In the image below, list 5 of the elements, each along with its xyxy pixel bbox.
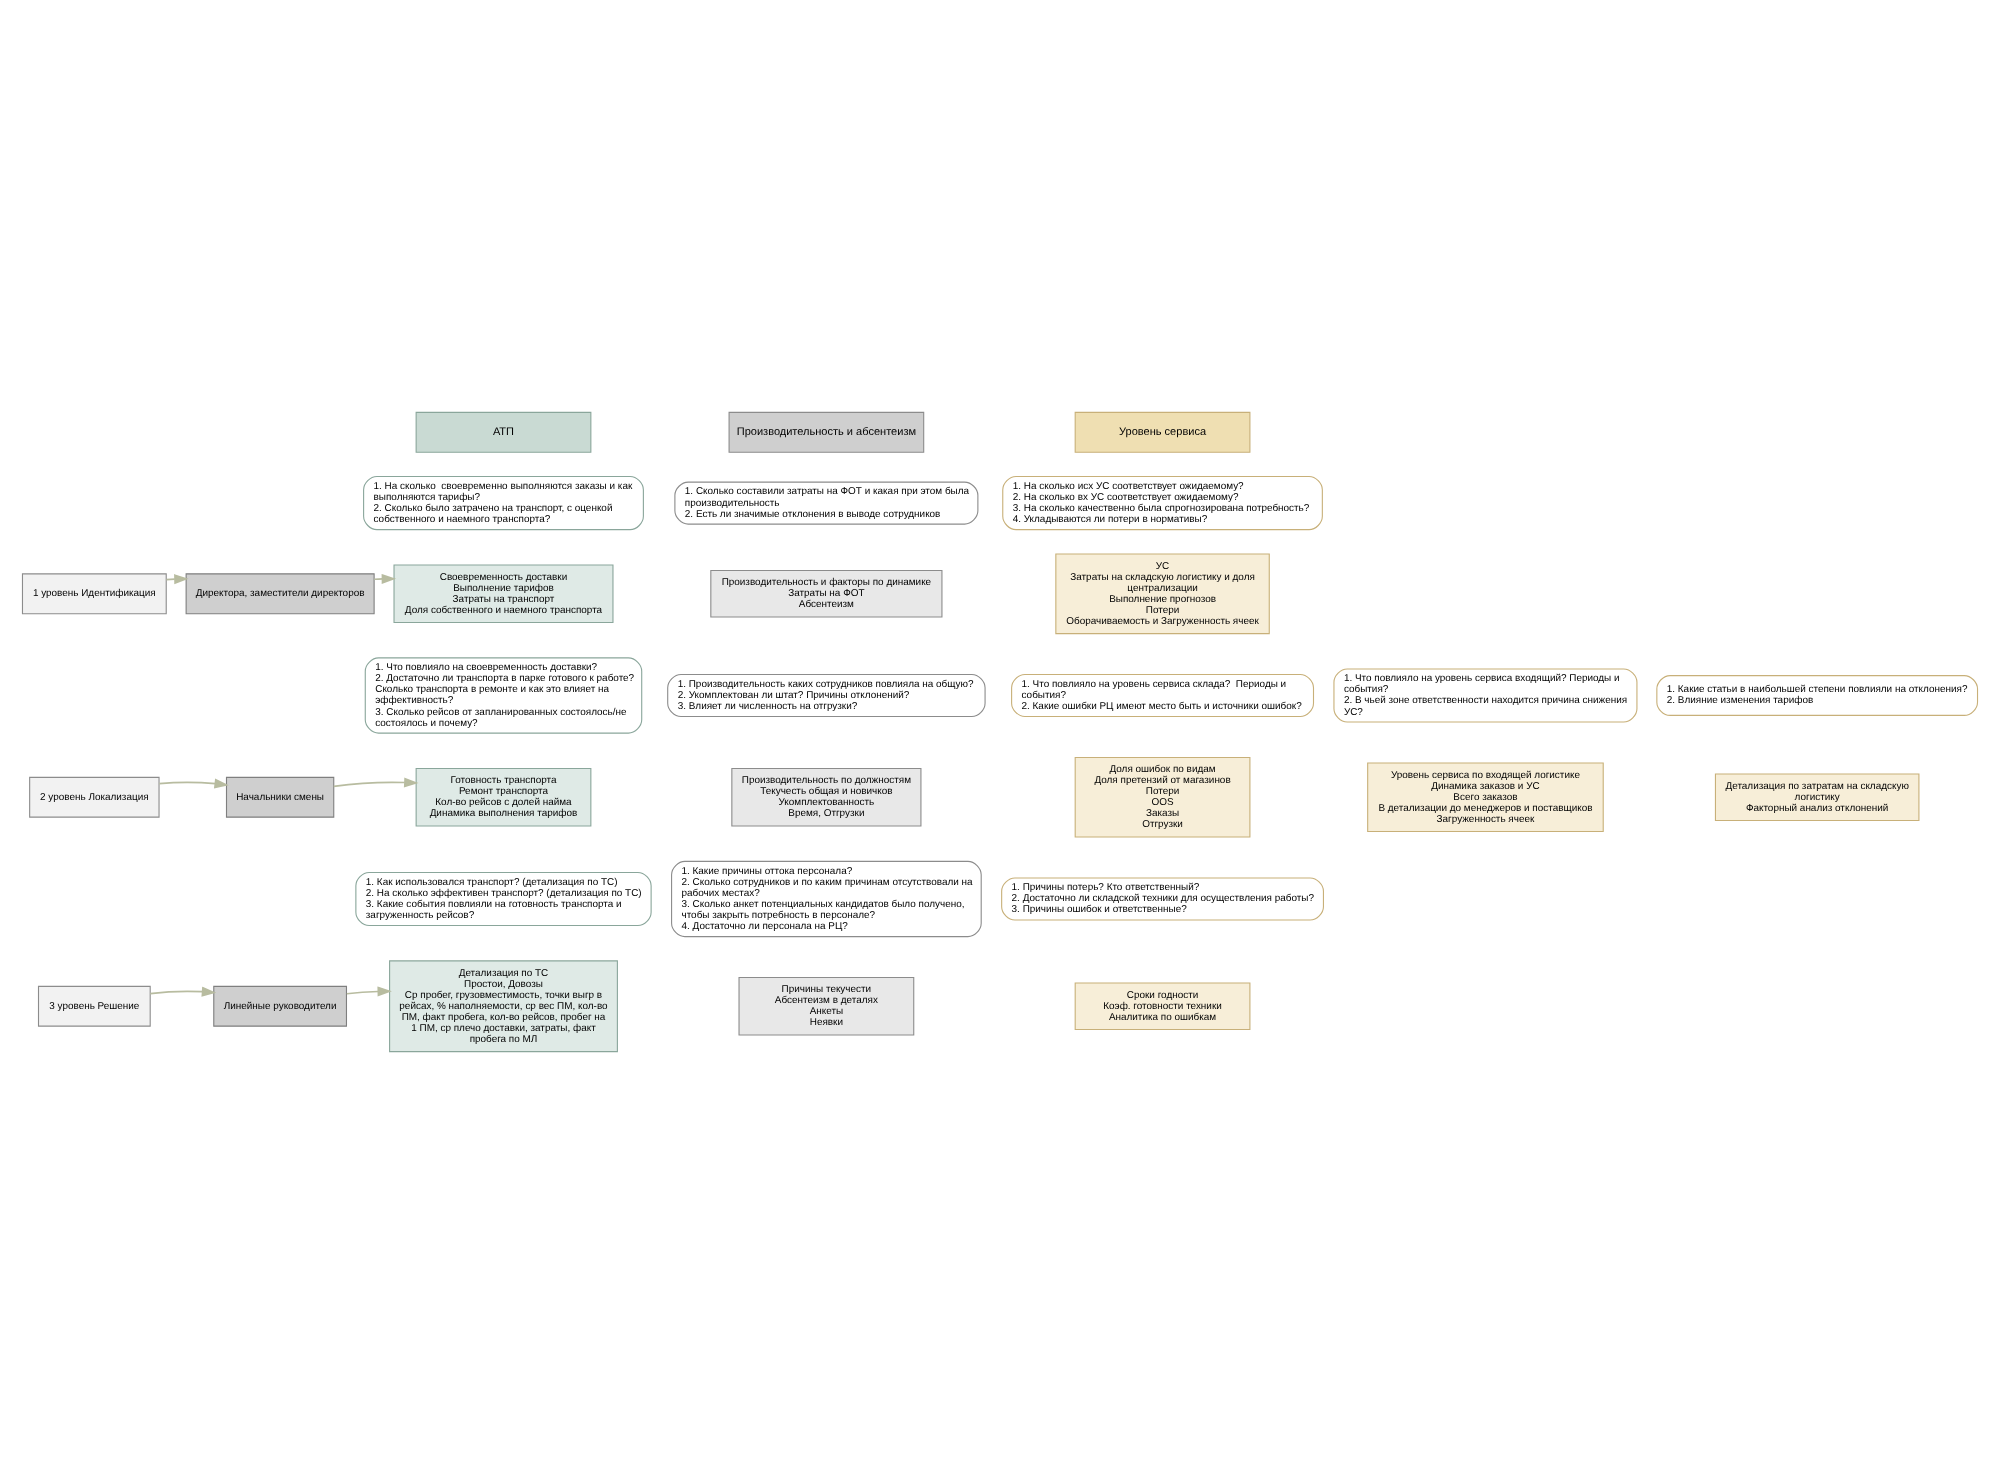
arrow	[373, 572, 397, 583]
arrow	[332, 776, 419, 787]
arrow	[158, 777, 229, 788]
arrow	[346, 985, 392, 996]
arrow	[149, 985, 217, 996]
